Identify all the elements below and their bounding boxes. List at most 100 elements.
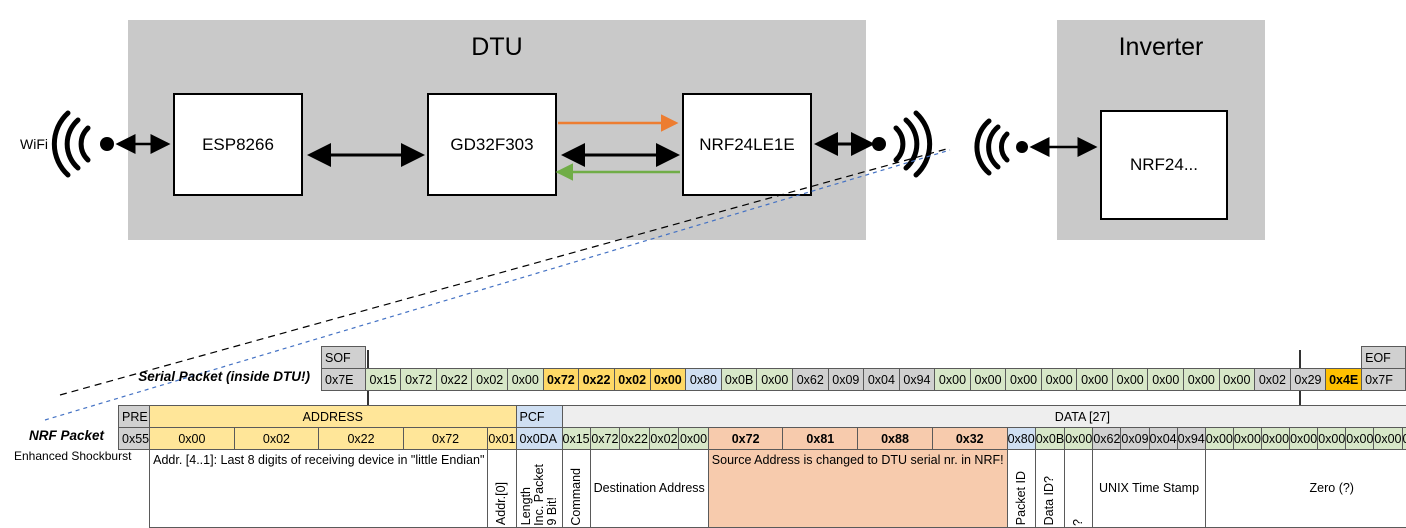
- desc-zero-text: Zero (?): [1310, 481, 1354, 495]
- chip-nrf24-label: NRF24...: [1130, 155, 1198, 175]
- serial-packet-label: Serial Packet (inside DTU!): [0, 369, 310, 384]
- wifi-label: WiFi: [20, 136, 48, 152]
- desc-pcf-line2: Inc. Packet: [533, 464, 546, 526]
- nrf-header-row: PRE ADDRESS PCF DATA [27] NRF CRC: [119, 406, 1406, 428]
- serial-byte-23: 0x00: [1184, 369, 1220, 391]
- serial-byte-18: 0x00: [1006, 369, 1042, 391]
- nrf-packet-label: NRF Packet: [0, 428, 104, 443]
- serial-byte-12: 0x62: [793, 369, 829, 391]
- desc-pcf-line3: Length: [520, 487, 533, 525]
- dtu-title: DTU: [129, 33, 865, 62]
- desc-pre-empty: [119, 450, 150, 528]
- nrf-description-row: Addr. [4..1]: Last 8 digits of receiving…: [119, 450, 1406, 528]
- chip-gd32f303-label: GD32F303: [450, 135, 533, 155]
- desc-pcf: 9 Bit! Inc. Packet Length: [516, 450, 562, 528]
- chip-esp8266[interactable]: ESP8266: [173, 93, 303, 196]
- desc-unix-time-stamp-text: UNIX Time Stamp: [1099, 481, 1199, 495]
- serial-byte-11: 0x00: [757, 369, 793, 391]
- serial-sof-header: SOF: [322, 347, 366, 369]
- serial-byte-9: 0x80: [686, 369, 722, 391]
- serial-byte-14: 0x04: [864, 369, 900, 391]
- desc-tilde-text: ?: [1072, 519, 1085, 526]
- serial-byte-22: 0x00: [1148, 369, 1184, 391]
- desc-data-id: Data ID?: [1035, 450, 1065, 528]
- desc-pcf-line1: 9 Bit!: [546, 497, 559, 526]
- chip-gd32f303[interactable]: GD32F303: [427, 93, 557, 196]
- nrf-byte-9: 0x80: [1007, 428, 1035, 450]
- chip-nrf24le1e[interactable]: NRF24LE1E: [682, 93, 812, 196]
- nrf-data-header: DATA [27]: [562, 406, 1406, 428]
- nrf-pre-header: PRE: [119, 406, 150, 428]
- serial-byte-3: 0x02: [472, 369, 508, 391]
- inverter-title: Inverter: [1058, 33, 1264, 62]
- nrf-byte-13: 0x09: [1121, 428, 1149, 450]
- serial-byte-24: 0x00: [1219, 369, 1255, 391]
- desc-command-text: Command: [570, 468, 583, 526]
- nrf-byte-2: 0x22: [620, 428, 650, 450]
- nrf-address-byte-2: 0x22: [319, 428, 404, 450]
- nrf-byte-15: 0x94: [1177, 428, 1205, 450]
- desc-packet-id-text: Packet ID: [1015, 471, 1028, 525]
- desc-data-id-text: Data ID?: [1043, 476, 1056, 525]
- serial-byte-13: 0x09: [828, 369, 864, 391]
- serial-byte-25: 0x02: [1255, 369, 1291, 391]
- serial-byte-2: 0x22: [436, 369, 472, 391]
- nrf-byte-18: 0x00: [1261, 428, 1289, 450]
- nrf-byte-20: 0x00: [1318, 428, 1346, 450]
- desc-tilde: ?: [1065, 450, 1093, 528]
- serial-byte-0: 0x15: [365, 369, 401, 391]
- nrf-byte-22: 0x00: [1374, 428, 1402, 450]
- nrf-packet-table: PRE ADDRESS PCF DATA [27] NRF CRC 0x55 0…: [118, 405, 1406, 528]
- desc-addr0: Addr.[0]: [488, 450, 516, 528]
- nrf-byte-4: 0x00: [679, 428, 709, 450]
- nrf-byte-5: 0x72: [708, 428, 783, 450]
- desc-addr0-text: Addr.[0]: [495, 482, 508, 525]
- nrf-byte-12: 0x62: [1093, 428, 1121, 450]
- serial-byte-15: 0x94: [899, 369, 935, 391]
- desc-command: Command: [562, 450, 590, 528]
- serial-byte-4: 0x00: [507, 369, 543, 391]
- serial-byte-26: 0x29: [1290, 369, 1326, 391]
- nrf-address-byte-3: 0x72: [403, 428, 488, 450]
- desc-zero: Zero (?): [1205, 450, 1406, 528]
- serial-byte-1: 0x72: [401, 369, 437, 391]
- nrf-address-byte-0: 0x00: [150, 428, 235, 450]
- nrf-byte-8: 0x32: [932, 428, 1007, 450]
- chip-nrf24le1e-label: NRF24LE1E: [699, 135, 794, 155]
- chip-esp8266-label: ESP8266: [202, 135, 274, 155]
- desc-source-address: Source Address is changed to DTU serial …: [708, 450, 1007, 528]
- nrf-pcf-header: PCF: [516, 406, 562, 428]
- nrf-byte-19: 0x00: [1290, 428, 1318, 450]
- nrf-byte-3: 0x02: [649, 428, 679, 450]
- enhanced-shockburst-label: Enhanced Shockburst: [14, 449, 134, 463]
- serial-byte-17: 0x00: [970, 369, 1006, 391]
- nrf-byte-11: 0x00: [1065, 428, 1093, 450]
- nrf-address-byte-1: 0x02: [234, 428, 319, 450]
- nrf-byte-17: 0x00: [1233, 428, 1261, 450]
- serial-byte-6: 0x22: [579, 369, 615, 391]
- nrf-byte-23: 0x00: [1402, 428, 1406, 450]
- desc-address-text: Addr. [4..1]: Last 8 digits of receiving…: [153, 453, 484, 467]
- serial-header-spacer: [365, 347, 1361, 369]
- nrf-byte-0: 0x15: [562, 428, 590, 450]
- serial-byte-20: 0x00: [1077, 369, 1113, 391]
- nrf-address-byte-4: 0x01: [488, 428, 516, 450]
- desc-unix-time-stamp: UNIX Time Stamp: [1093, 450, 1205, 528]
- nrf-pre-value: 0x55: [119, 428, 150, 450]
- nrf-byte-1: 0x72: [590, 428, 620, 450]
- desc-packet-id: Packet ID: [1007, 450, 1035, 528]
- desc-address: Addr. [4..1]: Last 8 digits of receiving…: [150, 450, 488, 528]
- chip-nrf24[interactable]: NRF24...: [1100, 110, 1228, 220]
- desc-source-address-text: Source Address is changed to DTU serial …: [712, 453, 1004, 467]
- serial-byte-10: 0x0B: [721, 369, 757, 391]
- nrf-byte-14: 0x04: [1149, 428, 1177, 450]
- serial-byte-16: 0x00: [935, 369, 971, 391]
- serial-byte-7: 0x02: [614, 369, 650, 391]
- block-diagram: DTU Inverter ESP8266 GD32F303 NRF24LE1E …: [0, 0, 1406, 300]
- desc-destination-address: Destination Address: [590, 450, 708, 528]
- serial-byte-21: 0x00: [1112, 369, 1148, 391]
- serial-byte-5: 0x72: [543, 369, 579, 391]
